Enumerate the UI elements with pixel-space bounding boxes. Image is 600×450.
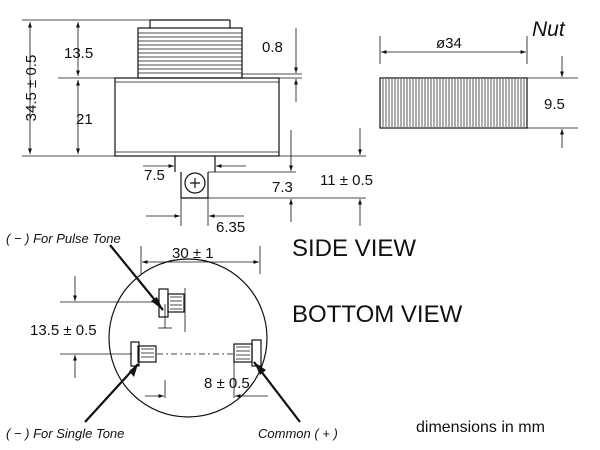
main-body bbox=[114, 77, 280, 157]
dim-terminal-width: 6.35 bbox=[216, 219, 245, 236]
dim-nut-height: 9.5 bbox=[544, 96, 565, 113]
dim-terminal-length: 11 ± 0.5 bbox=[320, 172, 373, 189]
dim-terminal-offset: 7.5 bbox=[144, 167, 165, 184]
nut-title: Nut bbox=[532, 18, 566, 41]
units-note: dimensions in mm bbox=[416, 419, 545, 436]
dim-lip: 0.8 bbox=[262, 39, 283, 56]
nut-body bbox=[379, 77, 528, 129]
dim-body-height: 21 bbox=[76, 111, 93, 128]
common-label: Common ( + ) bbox=[258, 426, 338, 441]
dim-terminal-gap: 7.3 bbox=[272, 179, 293, 196]
bottom-view-title: BOTTOM VIEW bbox=[292, 301, 463, 328]
dim-nut-diameter: ø34 bbox=[436, 35, 462, 52]
dim-pin-spacing-v: 13.5 ± 0.5 bbox=[30, 322, 97, 339]
terminal-screw bbox=[184, 172, 206, 194]
dim-pin-spacing-h: 8 ± 0.5 bbox=[204, 375, 250, 392]
side-view-drawing: 34.5 ± 0.5 13.5 21 0.8 7.5 7.3 11 ± 0.5 bbox=[22, 19, 373, 236]
pulse-tone-label: ( − ) For Pulse Tone bbox=[6, 231, 121, 246]
dim-total-height: 34.5 ± 0.5 bbox=[23, 55, 40, 122]
dim-thread-height: 13.5 bbox=[64, 45, 93, 62]
common-terminal bbox=[233, 339, 262, 367]
single-tone-label: ( − ) For Single Tone bbox=[6, 426, 124, 441]
thread-lines bbox=[138, 32, 242, 74]
terminal bbox=[174, 156, 216, 199]
pulse-tone-terminal bbox=[158, 288, 186, 332]
nut-knurl bbox=[382, 79, 525, 127]
threaded-section bbox=[137, 19, 243, 79]
side-view-title: SIDE VIEW bbox=[292, 235, 416, 262]
nut-drawing: Nut ø34 9.5 bbox=[379, 18, 578, 148]
bottom-view-drawing: 30 ± 1 13.5 ± 0.5 bbox=[30, 244, 301, 423]
bottom-circle bbox=[108, 258, 268, 418]
dim-body-diameter: 30 ± 1 bbox=[172, 245, 214, 262]
single-tone-terminal bbox=[130, 341, 157, 367]
